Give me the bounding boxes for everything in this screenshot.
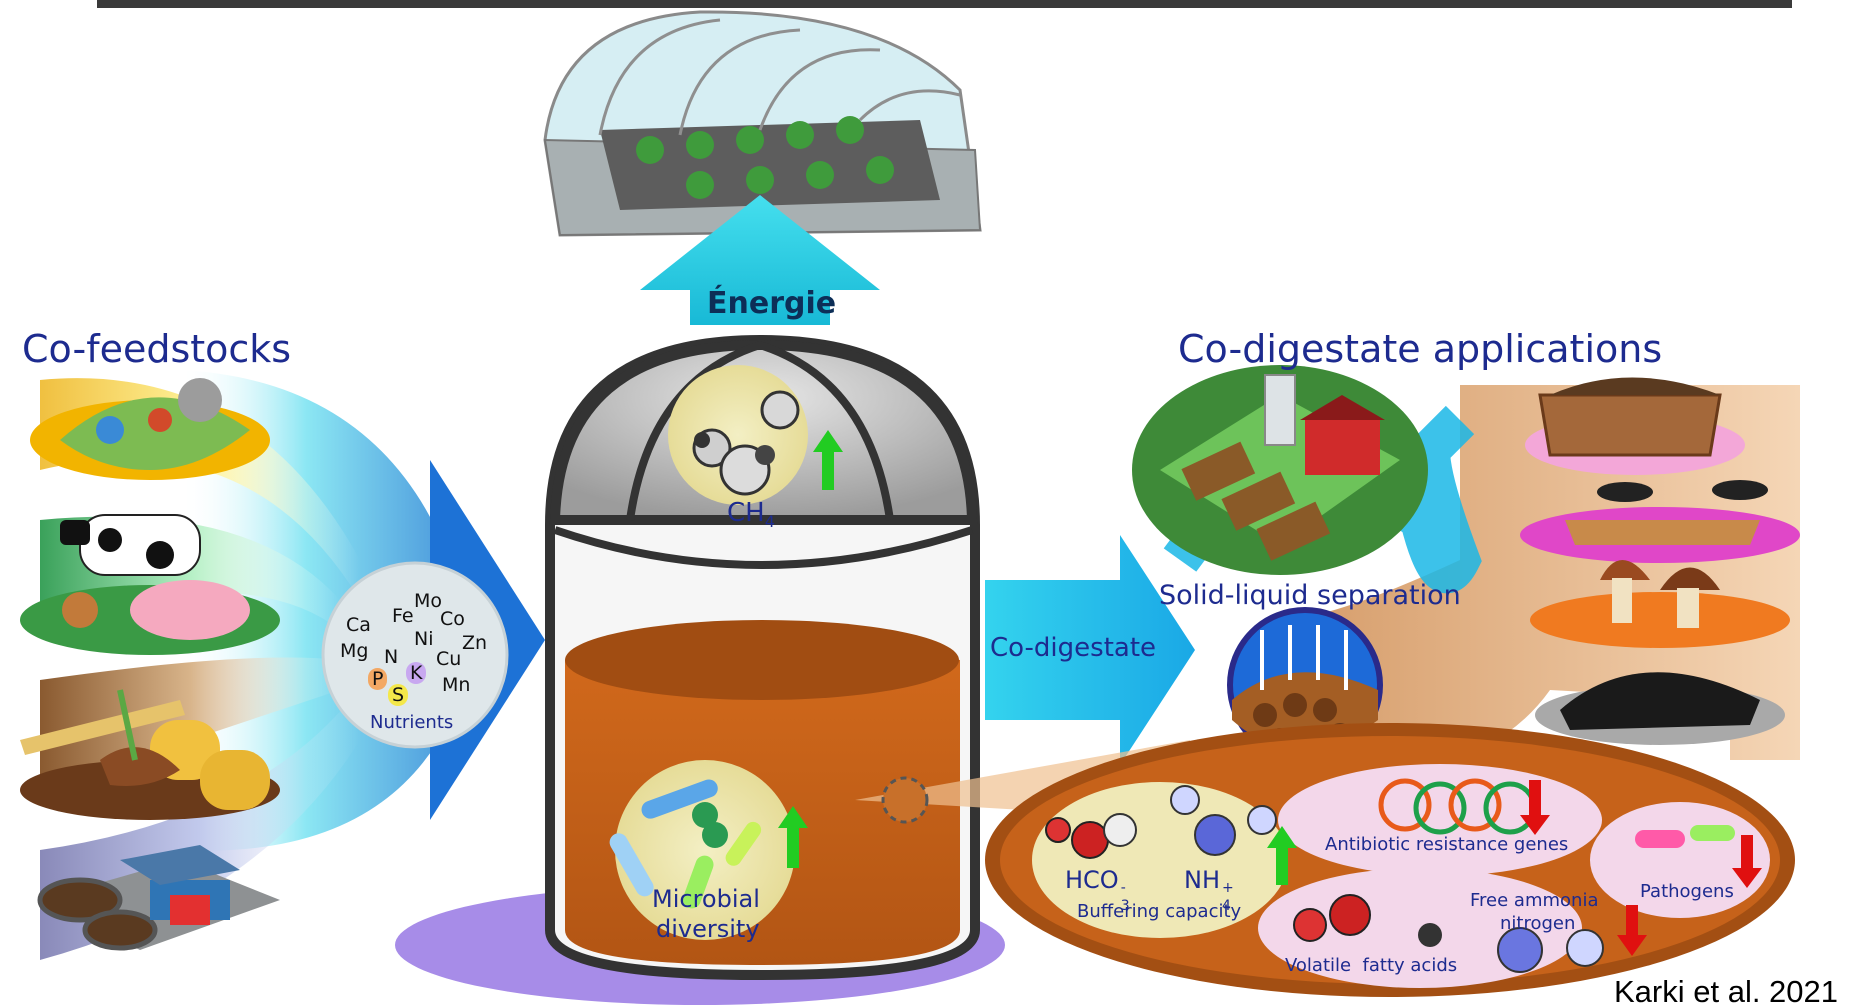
compost-icon: [1525, 377, 1745, 475]
biochar-icon: [1535, 672, 1785, 745]
nutrients-label: Nutrients: [370, 712, 454, 733]
energy-label: Énergie: [707, 286, 837, 321]
co-digestate-arrow: [985, 535, 1195, 765]
element-zn: Zn: [462, 632, 488, 654]
pathogen-bacteria-icon: [1635, 825, 1735, 848]
antibiotic-resistance-label: Antibiotic resistance genes: [1325, 834, 1569, 855]
microbial-diversity-label-line2: diversity: [656, 915, 760, 943]
trend-down-arrow-ammonia: [1617, 905, 1647, 956]
element-ca: Ca: [346, 614, 371, 636]
element-mo: Mo: [414, 590, 443, 612]
trend-down-arrow-antibiotic: [1520, 780, 1550, 835]
farmland-icon: [1132, 365, 1428, 575]
element-fe: Fe: [392, 605, 414, 627]
crop-residues-icon: [20, 689, 280, 820]
microbe-cells-icon: [609, 779, 762, 909]
element-cu: Cu: [436, 648, 462, 670]
food-waste-icon: [30, 378, 270, 480]
methane-label: CH4: [727, 498, 775, 532]
pathogens-label: Pathogens: [1640, 881, 1734, 902]
trend-up-arrow-buffering: [1267, 826, 1297, 885]
greenhouse-icon: [543, 10, 982, 237]
element-ni: Ni: [414, 628, 434, 650]
co-digestate-label: Co-digestate: [990, 633, 1157, 663]
element-k: K: [406, 662, 427, 684]
insect-larvae-icon: [1520, 480, 1800, 563]
element-mn: Mn: [442, 674, 471, 696]
bicarbonate-label: HCO-3: [1065, 866, 1130, 914]
top-header-bar: [97, 0, 1792, 8]
industrial-waste-icon: [37, 845, 280, 951]
element-s: S: [388, 684, 409, 706]
volatile-fatty-acids-label: Volatile fatty acids: [1285, 955, 1458, 976]
molecule-cluster-icon: [1045, 785, 1604, 973]
energy-arrow: [640, 195, 880, 325]
citation-credit: Karki et al. 2021: [1614, 974, 1839, 1006]
co-feedstocks-heading: Co-feedstocks: [22, 327, 292, 371]
element-co: Co: [440, 608, 465, 630]
trend-down-arrow-pathogens: [1732, 835, 1762, 888]
trend-up-arrow-methane: [813, 430, 843, 490]
element-n: N: [384, 646, 399, 668]
element-p: P: [368, 668, 388, 690]
free-ammonia-label-line1: Free ammonia: [1470, 890, 1599, 911]
mushroom-icon: [1530, 560, 1790, 648]
ammonium-label: NH+4: [1184, 866, 1234, 914]
microbial-diversity-label-line1: Microbial: [652, 885, 760, 913]
solid-liquid-separation-label: Solid-liquid separation: [1159, 580, 1461, 611]
free-ammonia-label-line2: nitrogen: [1500, 913, 1576, 934]
co-digestate-applications-heading: Co-digestate applications: [1178, 327, 1663, 371]
element-mg: Mg: [340, 640, 369, 662]
livestock-icon: [20, 514, 280, 655]
methane-molecule-icon: [692, 390, 800, 496]
nutrients-bubble: [321, 561, 509, 749]
buffering-capacity-label: Buffering capacity: [1077, 901, 1242, 922]
trend-up-arrow-microbial: [778, 806, 808, 868]
